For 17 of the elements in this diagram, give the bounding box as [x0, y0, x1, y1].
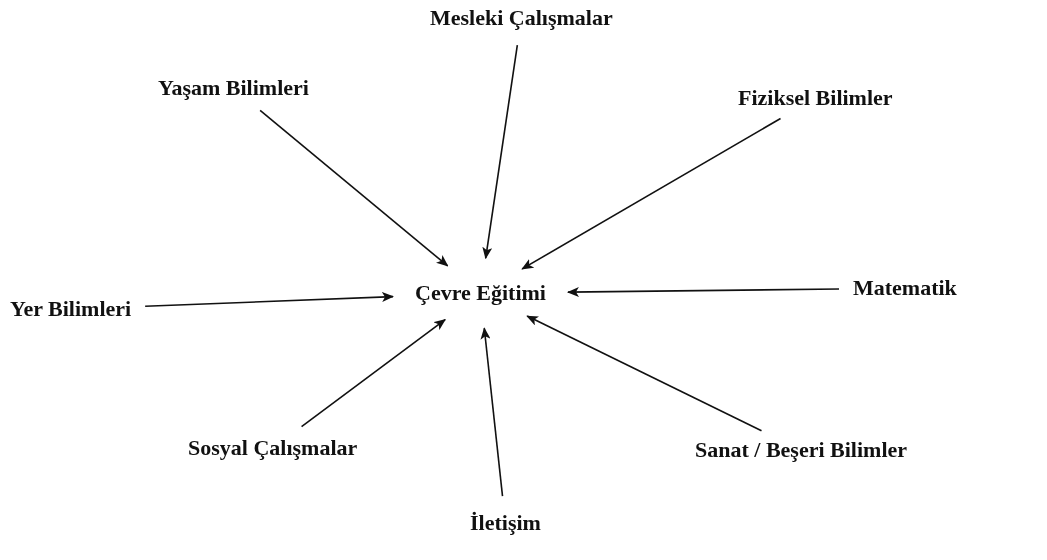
node-label: İletişim — [470, 510, 541, 537]
node-label: Yer Bilimleri — [10, 296, 132, 323]
node-label: Mesleki Çalışmalar — [430, 5, 613, 32]
node-label: Sanat / Beşeri Bilimler — [695, 437, 908, 464]
arrow — [480, 327, 504, 497]
arrow — [521, 117, 782, 270]
arrow — [526, 315, 763, 432]
node-label: Çevre Eğitimi — [415, 280, 546, 307]
arrow — [259, 109, 449, 267]
arrow — [482, 44, 519, 260]
node-label: Sosyal Çalışmalar — [188, 435, 358, 462]
arrow — [144, 292, 394, 308]
node-label: Fiziksel Bilimler — [738, 85, 893, 112]
node-label: Yaşam Bilimleri — [158, 75, 309, 102]
arrow — [300, 318, 446, 428]
arrow — [566, 287, 840, 298]
node-label: Matematik — [853, 275, 957, 302]
